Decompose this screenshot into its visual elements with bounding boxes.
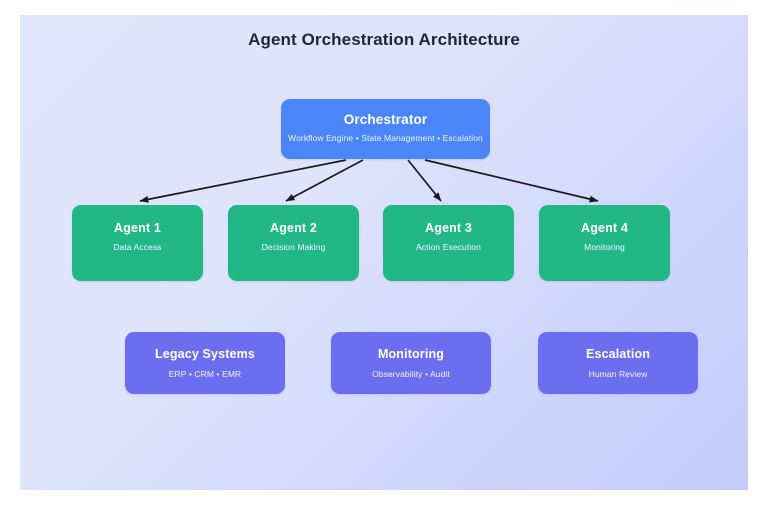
node-legacy-systems[interactable]: Legacy Systems ERP • CRM • EMR xyxy=(125,332,285,394)
node-monitoring[interactable]: Monitoring Observability • Audit xyxy=(331,332,491,394)
node-agent-4-subtitle: Monitoring xyxy=(584,242,625,252)
connector-orchestrator-to-agent-3 xyxy=(407,159,442,202)
node-legacy-systems-subtitle: ERP • CRM • EMR xyxy=(168,369,242,379)
node-agent-3-title: Agent 3 xyxy=(425,221,472,235)
node-orchestrator[interactable]: Orchestrator Workflow Engine • State Man… xyxy=(281,99,490,159)
connector-orchestrator-to-agent-4 xyxy=(424,159,599,203)
node-monitoring-title: Monitoring xyxy=(377,347,445,361)
node-agent-2-subtitle: Decision Making xyxy=(261,242,326,252)
node-agent-2-title: Agent 2 xyxy=(270,221,317,235)
node-agent-3[interactable]: Agent 3 Action Execution xyxy=(383,205,514,281)
node-escalation-title: Escalation xyxy=(585,347,651,361)
node-escalation[interactable]: Escalation Human Review xyxy=(538,332,698,394)
node-agent-4[interactable]: Agent 4 Monitoring xyxy=(539,205,670,281)
node-legacy-systems-title: Legacy Systems xyxy=(154,347,256,361)
node-orchestrator-title: Orchestrator xyxy=(343,112,428,127)
connector-orchestrator-to-agent-1 xyxy=(139,159,347,203)
node-agent-2[interactable]: Agent 2 Decision Making xyxy=(228,205,359,281)
diagram-panel: Agent Orchestration Architecture Orchest… xyxy=(20,15,748,490)
node-monitoring-subtitle: Observability • Audit xyxy=(372,369,450,379)
diagram-title: Agent Orchestration Architecture xyxy=(248,30,520,49)
node-agent-3-subtitle: Action Execution xyxy=(416,242,481,252)
node-agent-4-title: Agent 4 xyxy=(581,221,628,235)
connector-orchestrator-to-agent-2 xyxy=(285,159,364,202)
node-agent-1[interactable]: Agent 1 Data Access xyxy=(72,205,203,281)
node-escalation-subtitle: Human Review xyxy=(588,369,648,379)
node-agent-1-title: Agent 1 xyxy=(114,221,161,235)
node-agent-1-subtitle: Data Access xyxy=(113,242,162,252)
node-orchestrator-subtitle: Workflow Engine • State Management • Esc… xyxy=(288,133,483,143)
